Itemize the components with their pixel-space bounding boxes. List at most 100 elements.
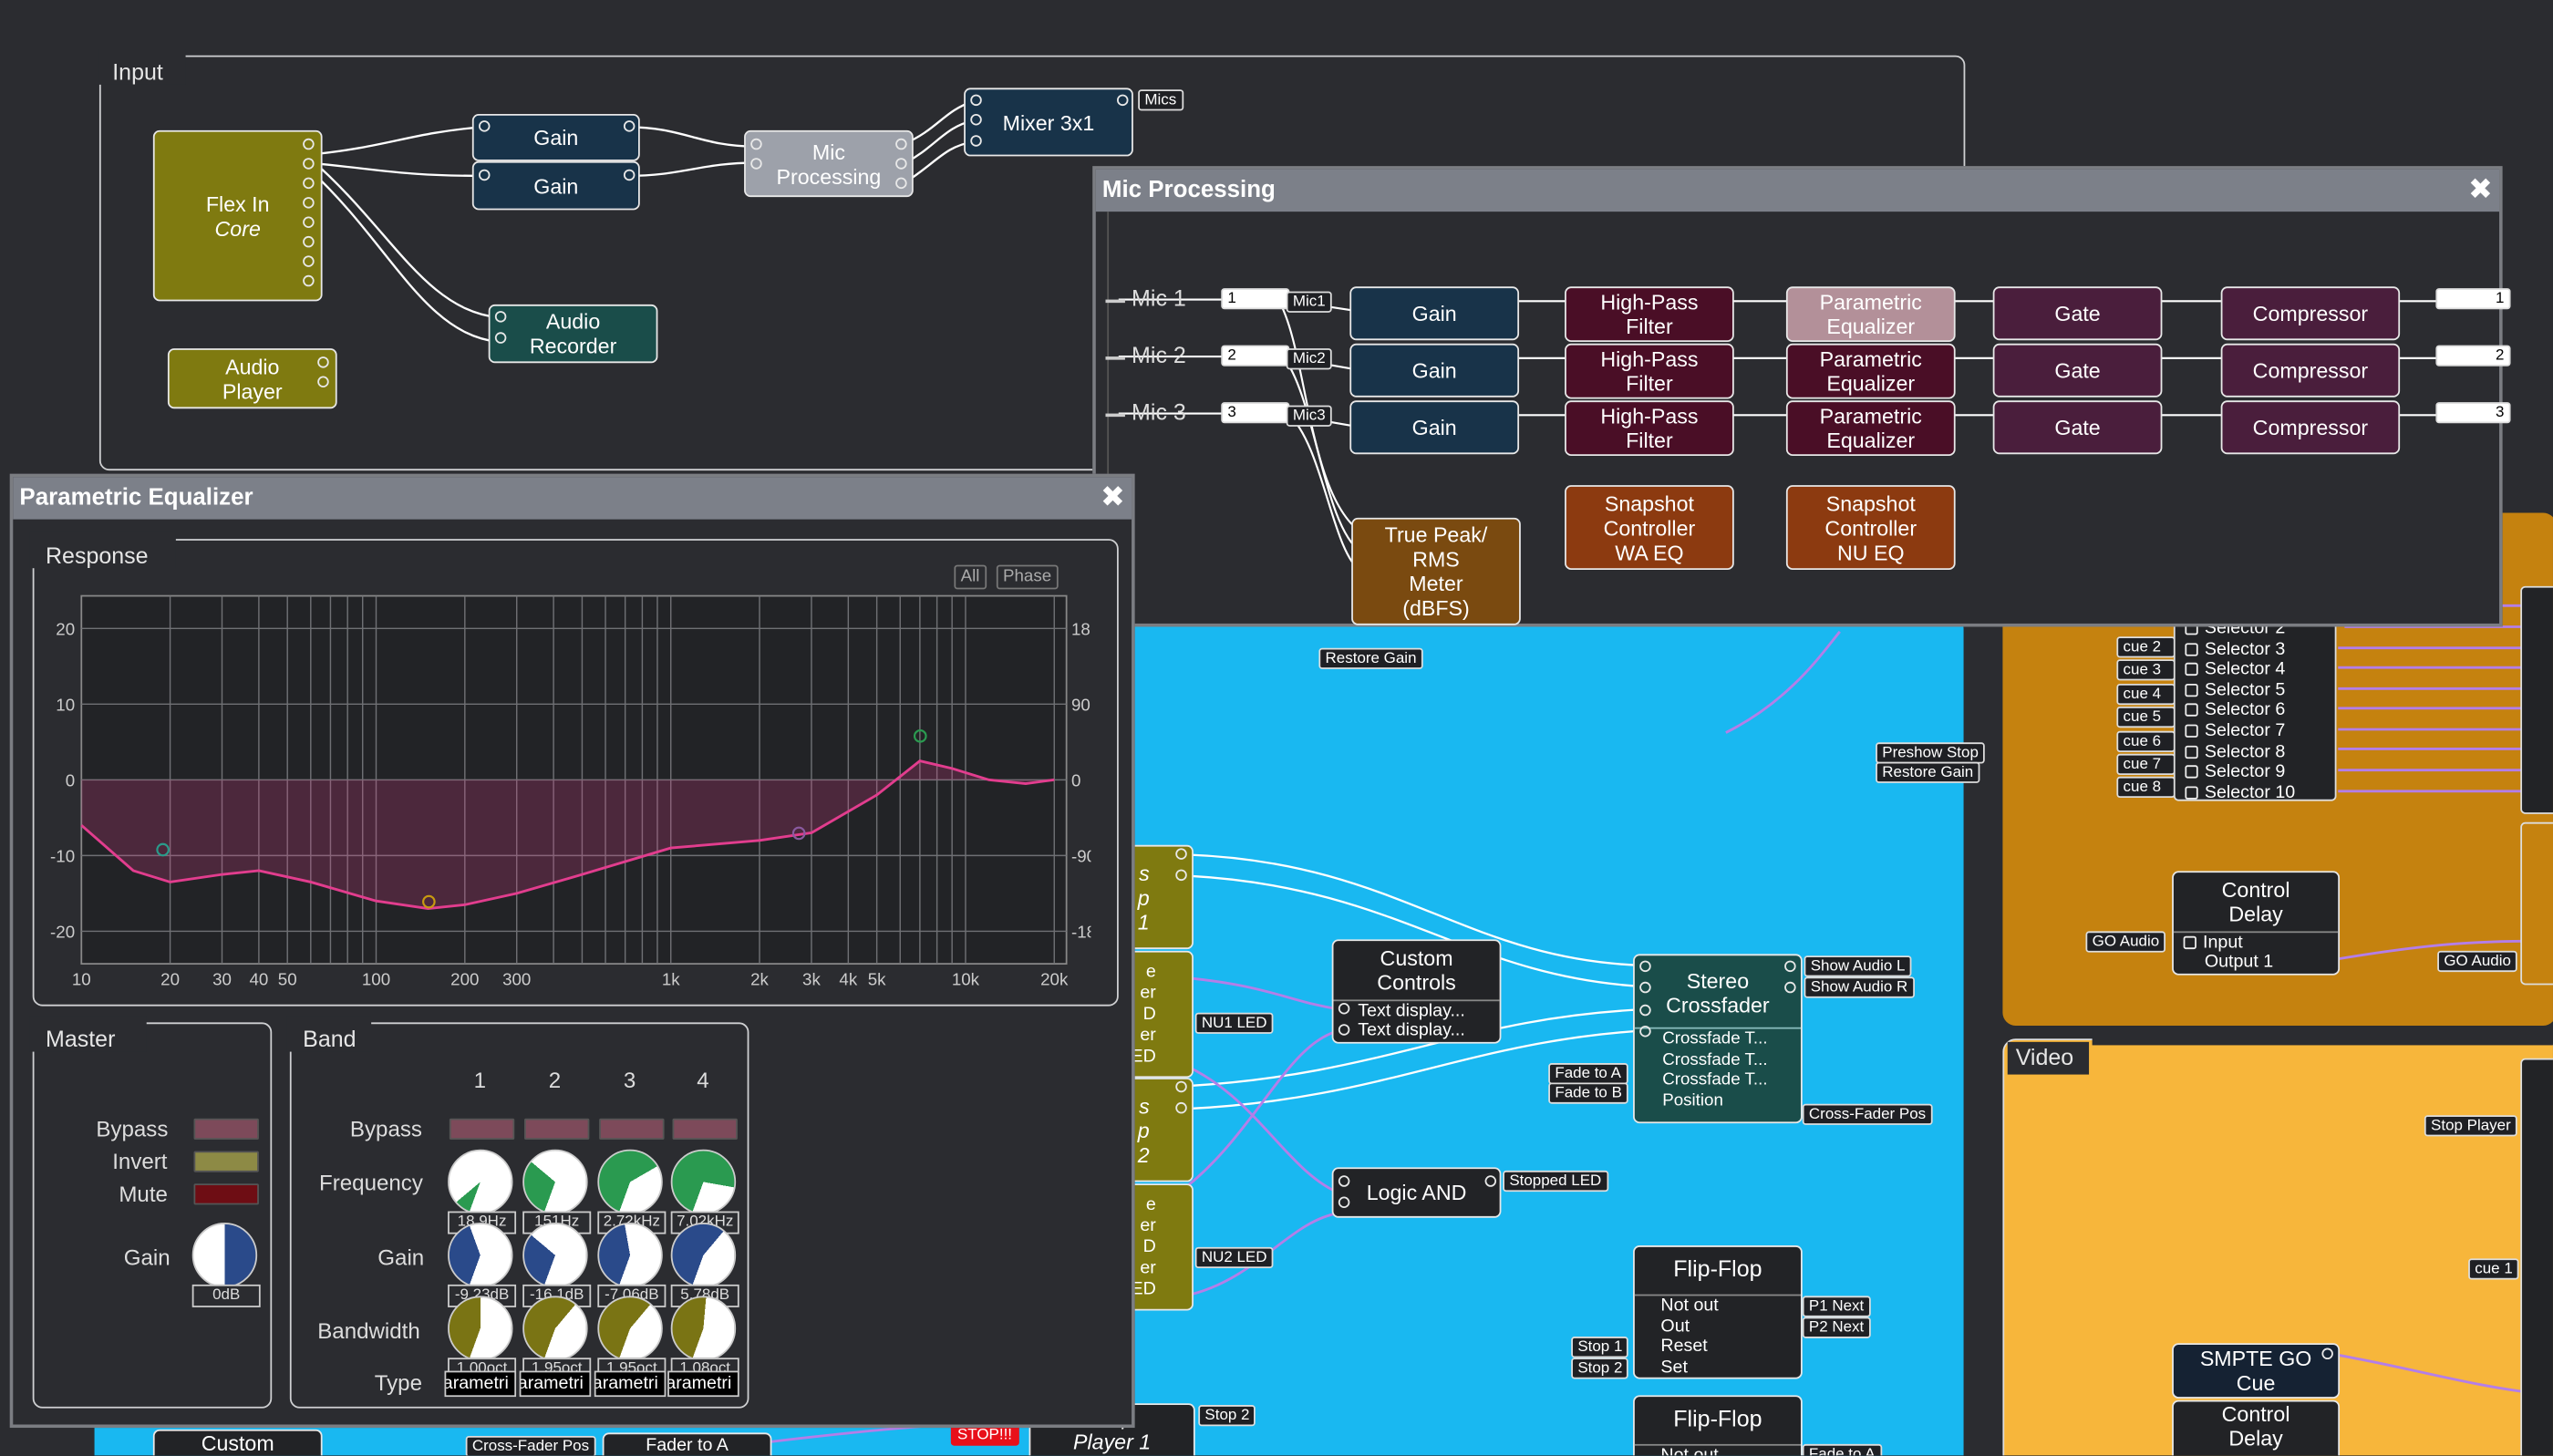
mic-processing-window-title[interactable]: Mic Processing	[1095, 169, 2500, 212]
band-3-gain-knob[interactable]: -7.06dB	[597, 1223, 667, 1307]
video-control-delay-node[interactable]: Control Delay	[2172, 1399, 2341, 1456]
mic-2-input[interactable]: 2	[1221, 345, 1290, 367]
audio-player-node[interactable]: Audio Player	[167, 348, 337, 409]
mic3-gate-node[interactable]: Gate	[1992, 400, 2163, 455]
flip-flop-node-1[interactable]: Flip-Flop Not out Out Reset Set	[1633, 1245, 1803, 1379]
band-1-type-select[interactable]: arametri	[444, 1370, 517, 1398]
crossfade-row-1[interactable]: Crossfade T...	[1662, 1028, 1768, 1048]
orange-right-node-2[interactable]	[2520, 821, 2553, 986]
mic3-tag[interactable]: Mic3	[1286, 405, 1332, 427]
phase-button[interactable]: Phase	[996, 564, 1059, 590]
band-2-gain-knob[interactable]: -16.1dB	[522, 1223, 592, 1307]
mic1-gate-node[interactable]: Gate	[1992, 286, 2163, 341]
gain-node-b[interactable]: Gain	[471, 160, 640, 211]
fader-bottom-node[interactable]: Fader to A	[602, 1432, 772, 1456]
p1-next-tag[interactable]: P1 Next	[1802, 1296, 1871, 1317]
flip-flop-2-not-out[interactable]: Not out	[1634, 1443, 1801, 1455]
flip-flop-reset[interactable]: Reset	[1660, 1337, 1708, 1357]
show-audio-l-tag[interactable]: Show Audio L	[1804, 955, 1912, 977]
cross-fader-pos-tag-2[interactable]: Cross-Fader Pos	[465, 1435, 596, 1456]
audio-recorder-node[interactable]: Audio Recorder	[488, 304, 658, 364]
cue-1-tag[interactable]: cue 1	[2468, 1258, 2519, 1280]
gain-node-a[interactable]: Gain	[471, 113, 640, 161]
control-delay-input[interactable]: Input	[2183, 933, 2339, 953]
close-icon[interactable]: ✖	[2467, 172, 2493, 205]
stop-2-tag[interactable]: Stop 2	[1571, 1358, 1629, 1379]
master-mute-toggle[interactable]	[193, 1183, 259, 1205]
mic-1-output[interactable]: 1	[2435, 288, 2511, 310]
band-1-frequency-knob[interactable]: 18.9Hz	[448, 1149, 517, 1234]
fade-to-a-tag[interactable]: Fade to A	[1548, 1063, 1628, 1085]
mic-3-input[interactable]: 3	[1221, 402, 1290, 424]
master-bypass-toggle[interactable]	[193, 1118, 259, 1140]
stop-1-tag[interactable]: Stop 1	[1571, 1337, 1629, 1358]
peq-window-title[interactable]: Parametric Equalizer	[13, 477, 1132, 520]
mics-tag[interactable]: Mics	[1138, 89, 1183, 111]
mic1-tag[interactable]: Mic1	[1286, 291, 1332, 313]
mixer-3x1-node[interactable]: Mixer 3x1	[964, 88, 1133, 157]
band-1-bypass[interactable]	[449, 1118, 515, 1140]
band-1-bandwidth-knob[interactable]: 1.00oct	[448, 1296, 517, 1381]
flip-flop-node-2[interactable]: Flip-Flop Not out	[1633, 1395, 1803, 1456]
stop-2-tag-bottom[interactable]: Stop 2	[1198, 1405, 1256, 1427]
custom-controls-node[interactable]: Custom Controls Text display... Text dis…	[1331, 939, 1502, 1044]
mic3-gain-node[interactable]: Gain	[1349, 400, 1520, 455]
band-1-gain-knob[interactable]: -9.23dB	[448, 1223, 517, 1307]
band-3-bandwidth-knob[interactable]: 1.95oct	[597, 1296, 667, 1381]
selector-node[interactable]: Selector 2 Selector 3 Selector 4 Selecto…	[2173, 614, 2337, 802]
all-button[interactable]: All	[954, 564, 987, 590]
crossfade-row-3[interactable]: Crossfade T...	[1662, 1069, 1768, 1089]
restore-gain-tag-2[interactable]: Restore Gain	[1876, 761, 1980, 783]
stereo-crossfader-node[interactable]: Stereo Crossfader Crossfade T... Crossfa…	[1633, 954, 1803, 1124]
band-3-bypass[interactable]	[599, 1118, 665, 1140]
band-4-bypass[interactable]	[672, 1118, 738, 1140]
control-delay-node[interactable]: Control Delay Input Output 1	[2172, 871, 2341, 976]
close-icon[interactable]: ✖	[1100, 480, 1125, 513]
nu1-led-tag[interactable]: NU1 LED	[1194, 1012, 1274, 1034]
p2-next-tag[interactable]: P2 Next	[1802, 1317, 1871, 1338]
orange-right-node[interactable]	[2520, 585, 2553, 814]
mic-processing-node[interactable]: Mic Processing	[744, 129, 914, 198]
band-3-frequency-knob[interactable]: 2.72kHz	[597, 1149, 667, 1234]
band-4-frequency-knob[interactable]: 7.02kHz	[670, 1149, 739, 1234]
mic2-gate-node[interactable]: Gate	[1992, 343, 2163, 398]
fade-to-b-tag[interactable]: Fade to B	[1548, 1082, 1629, 1104]
logic-and-node[interactable]: Logic AND	[1331, 1167, 1502, 1218]
band-4-type-select[interactable]: arametri	[667, 1370, 739, 1398]
mic-1-input[interactable]: 1	[1221, 288, 1290, 310]
mic3-compressor-node[interactable]: Compressor	[2220, 400, 2401, 455]
mic2-compressor-node[interactable]: Compressor	[2220, 343, 2401, 398]
nu2-led-tag[interactable]: NU2 LED	[1194, 1246, 1274, 1269]
text-display-row-2[interactable]: Text display...	[1358, 1020, 1465, 1041]
band-2-bypass[interactable]	[523, 1118, 590, 1140]
mic2-gain-node[interactable]: Gain	[1349, 343, 1520, 398]
stopped-led-tag[interactable]: Stopped LED	[1503, 1170, 1608, 1193]
show-audio-r-tag[interactable]: Show Audio R	[1804, 976, 1915, 998]
restore-gain-tag[interactable]: Restore Gain	[1318, 647, 1423, 669]
band-2-bandwidth-knob[interactable]: 1.95oct	[522, 1296, 592, 1381]
crossfade-row-4[interactable]: Position	[1662, 1089, 1723, 1110]
mic-processing-window[interactable]: Mic Processing ✖ Mic 1 Mic 2 Mic 3 1 2	[1092, 166, 2511, 627]
flip-flop-not-out[interactable]: Not out	[1660, 1296, 1719, 1316]
mic2-tag[interactable]: Mic2	[1286, 348, 1332, 370]
go-audio-in-tag[interactable]: GO Audio	[2085, 931, 2166, 953]
band-3-type-select[interactable]: arametri	[594, 1370, 667, 1398]
go-audio-out-tag[interactable]: GO Audio	[2437, 950, 2518, 973]
mic-2-output[interactable]: 2	[2435, 345, 2511, 367]
band-4-gain-knob[interactable]: 5.78dB	[670, 1223, 739, 1307]
mic1-compressor-node[interactable]: Compressor	[2220, 286, 2401, 341]
crossfade-row-2[interactable]: Crossfade T...	[1662, 1048, 1768, 1069]
master-invert-toggle[interactable]	[193, 1151, 259, 1172]
custom-bottom-node[interactable]: Custom	[152, 1429, 323, 1456]
flip-flop-set[interactable]: Set	[1660, 1357, 1688, 1377]
